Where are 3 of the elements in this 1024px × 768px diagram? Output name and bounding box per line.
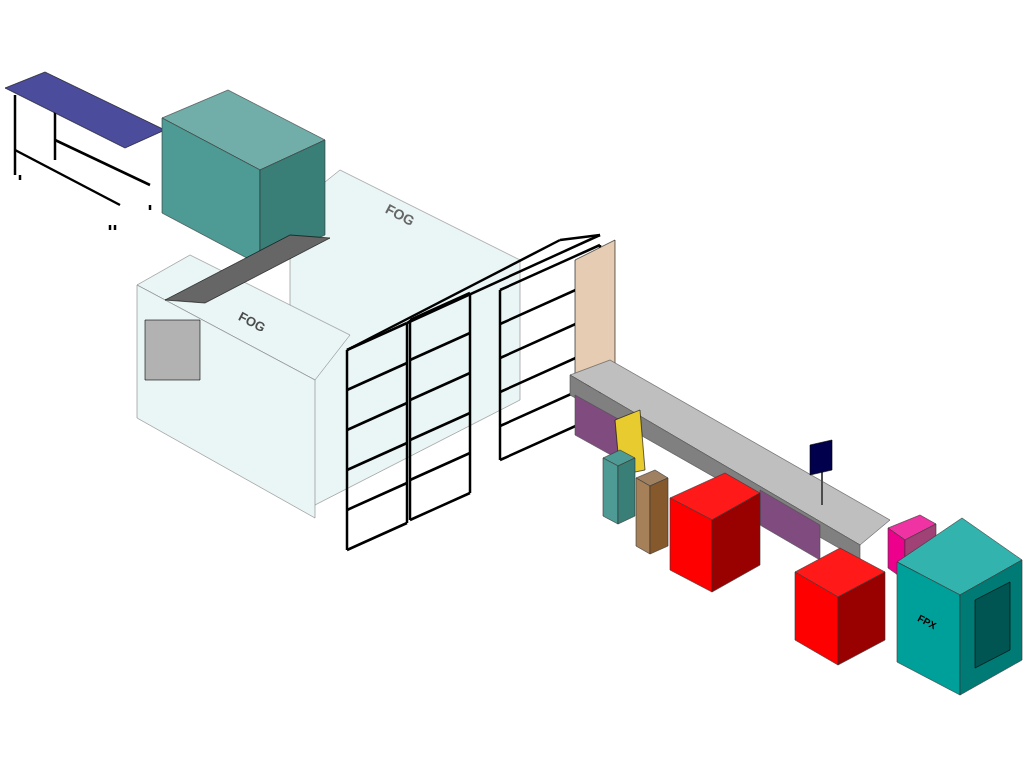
panel-label: FOG [238, 311, 265, 332]
panel-label: FOG [385, 204, 414, 225]
panel-label: FPX [917, 614, 937, 630]
